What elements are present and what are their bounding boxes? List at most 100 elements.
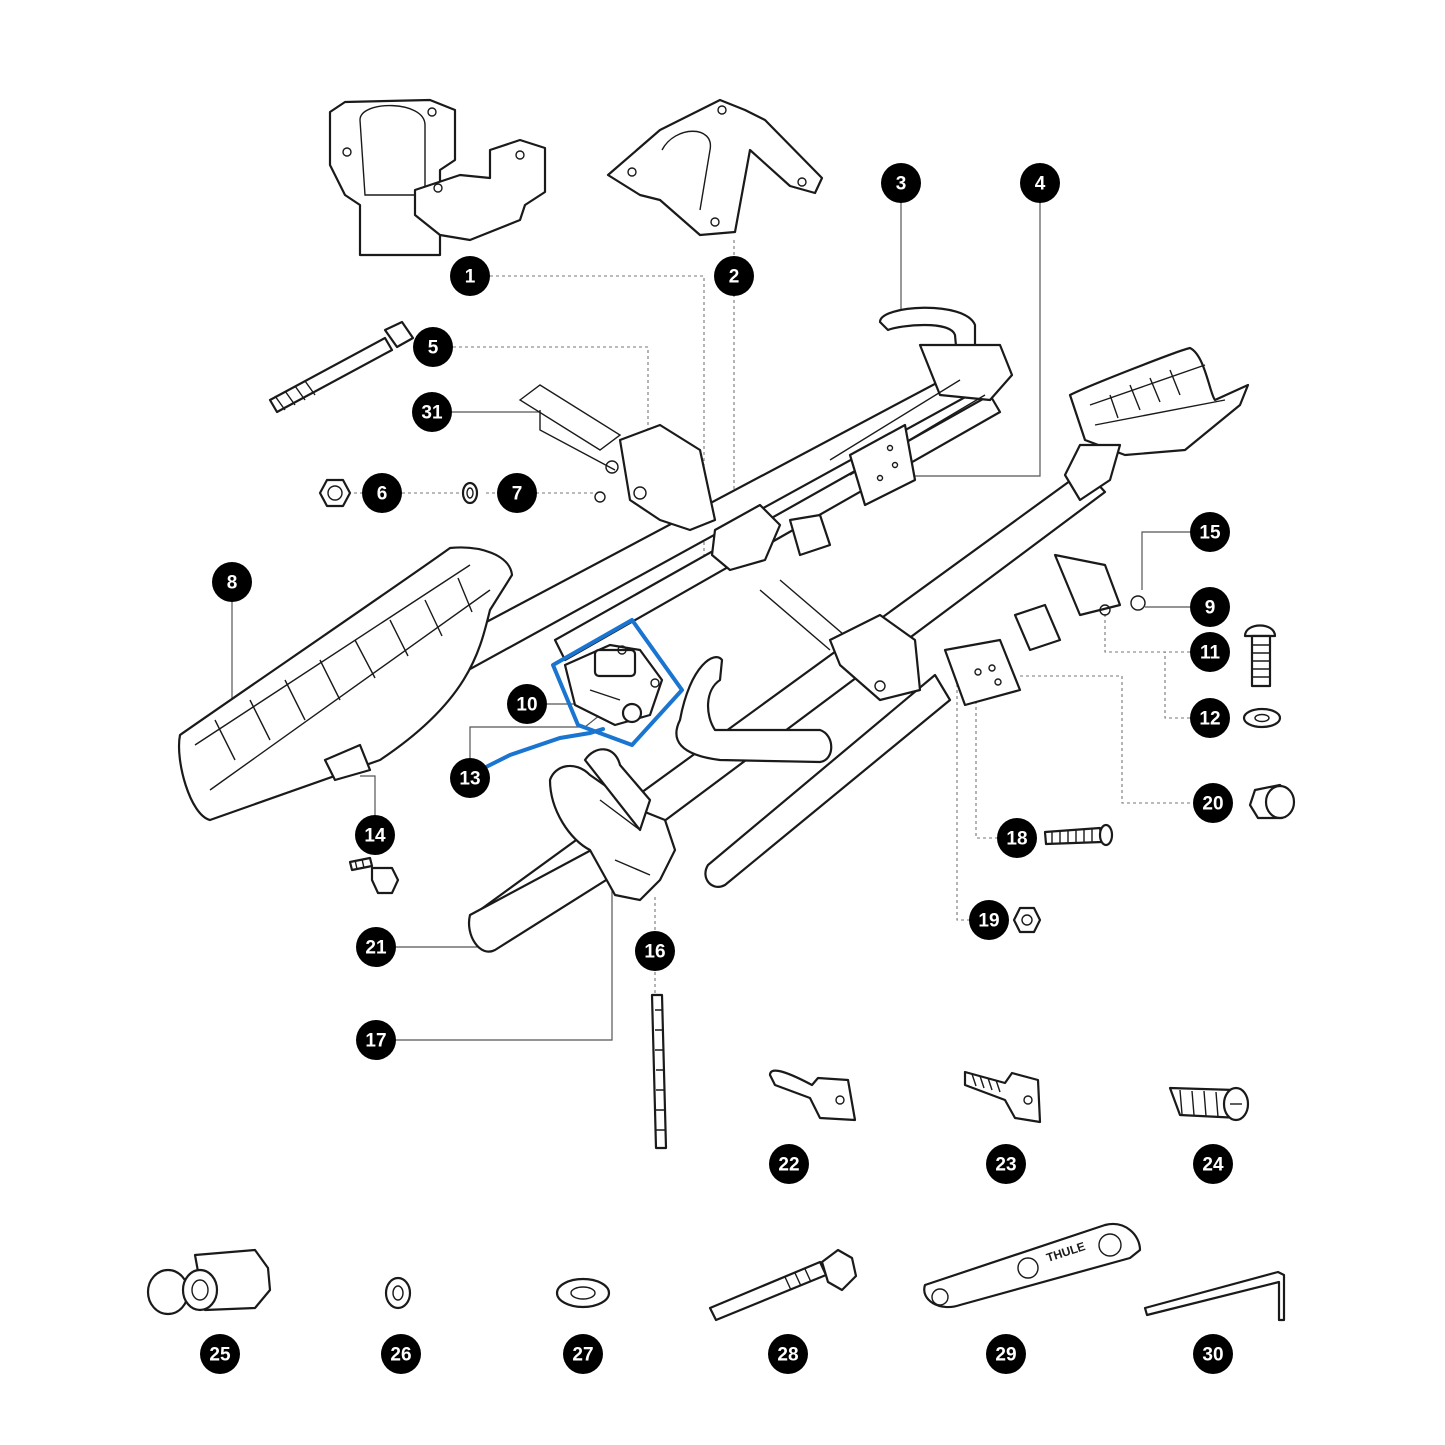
callout-badge-label: 29: [995, 1345, 1016, 1366]
callout-badge-label: 10: [516, 695, 537, 716]
flat-washer-part-27: [555, 1277, 611, 1309]
callout-badge-circle: [1193, 1334, 1233, 1374]
key-part-23: [963, 1070, 1042, 1124]
lock-core-part-24: [1168, 1086, 1250, 1122]
callout-badge-29: 29: [986, 1334, 1026, 1374]
hitch-bracket-part-1: [328, 98, 547, 257]
highlight-outline: [551, 618, 684, 747]
callout-badge-circle: [507, 684, 547, 724]
wheel-tray-left-part-8: [178, 546, 514, 822]
washer-part-7: [461, 481, 479, 505]
callout-badge-label: 2: [729, 267, 740, 288]
callout-badge-label: 14: [364, 826, 386, 847]
callout-badge-circle: [355, 815, 395, 855]
callout-badge-13: 13: [450, 758, 490, 798]
callout-badge-7: 7: [497, 473, 537, 513]
callout-badge-circle: [1193, 1144, 1233, 1184]
washer-part-12: [1242, 707, 1282, 729]
callout-badge-label: 26: [390, 1345, 411, 1366]
callout-badge-label: 13: [459, 769, 480, 790]
callout-badge-circle: [200, 1334, 240, 1374]
highlight-leader: [482, 727, 605, 770]
latch-housing-part-10: [563, 643, 664, 727]
callout-badge-5: 5: [413, 327, 453, 367]
callout-badge-3: 3: [881, 163, 921, 203]
callout-badge-20: 20: [1193, 783, 1233, 823]
wheel-cradle-part-17: [548, 748, 677, 902]
callout-badge-label: 15: [1199, 523, 1221, 544]
callout-badge-12: 12: [1190, 698, 1230, 738]
callout-badge-label: 1: [465, 267, 476, 288]
callout-badge-16: 16: [635, 931, 675, 971]
callout-badge-label: 11: [1200, 643, 1221, 664]
callout-badge-label: 28: [777, 1345, 798, 1366]
callout-badge-23: 23: [986, 1144, 1026, 1184]
callout-badge-label: 17: [365, 1031, 386, 1052]
wheel-tray-right: [1063, 346, 1250, 502]
callout-badge-circle: [714, 256, 754, 296]
callout-badge-circle: [497, 473, 537, 513]
hitch-pin-part-28: [708, 1248, 858, 1322]
callout-badge-4: 4: [1020, 163, 1060, 203]
callout-badge-circle: [356, 1020, 396, 1060]
callout-badge-label: 7: [512, 484, 523, 505]
callout-badge-26: 26: [381, 1334, 421, 1374]
callout-badge-1: 1: [450, 256, 490, 296]
callout-badge-circle: [1190, 698, 1230, 738]
end-cap-part-20: [1248, 783, 1296, 820]
callout-badge-label: 31: [421, 403, 443, 424]
callout-badge-circle: [381, 1334, 421, 1374]
callout-badge-circle: [1190, 632, 1230, 672]
callout-badge-9: 9: [1190, 587, 1230, 627]
callout-badge-6: 6: [362, 473, 402, 513]
callout-badge-circle: [450, 758, 490, 798]
callout-badge-circle: [769, 1144, 809, 1184]
callout-badge-18: 18: [997, 818, 1037, 858]
bolt-part-14: [348, 856, 400, 895]
callout-badge-label: 9: [1205, 598, 1216, 619]
callout-badge-11: 11: [1190, 632, 1230, 672]
callout-badge-8: 8: [212, 562, 252, 602]
callout-badge-label: 24: [1202, 1155, 1224, 1176]
hex-key-part-30: [1143, 1270, 1286, 1322]
adjuster-plate-part-4: [848, 423, 917, 507]
callout-badge-label: 6: [377, 484, 388, 505]
callout-badge-28: 28: [768, 1334, 808, 1374]
callout-badge-30: 30: [1193, 1334, 1233, 1374]
callout-badge-circle: [986, 1144, 1026, 1184]
callout-badge-circle: [1020, 163, 1060, 203]
callout-badge-label: 16: [644, 942, 665, 963]
highlighted-part-13: [482, 618, 684, 770]
lock-nut-part-6: [318, 478, 352, 508]
callout-badge-19: 19: [969, 900, 1009, 940]
callout-badge-label: 25: [209, 1345, 231, 1366]
callout-badge-label: 30: [1202, 1345, 1223, 1366]
callout-badge-circle: [362, 473, 402, 513]
wheel-holder-arm-part-3: [829, 306, 1014, 476]
hitch-bracket-part-2: [606, 98, 824, 237]
callout-badge-2: 2: [714, 256, 754, 296]
callout-badge-label: 23: [995, 1155, 1016, 1176]
callout-badge-label: 8: [227, 573, 238, 594]
callout-badge-circle: [413, 327, 453, 367]
callout-badge-circle: [450, 256, 490, 296]
callout-badge-circle: [768, 1334, 808, 1374]
callout-badge-label: 19: [978, 911, 999, 932]
callout-badge-circle: [563, 1334, 603, 1374]
leader-lines: [231, 183, 1190, 1041]
callout-badge-label: 4: [1035, 174, 1046, 195]
callout-badge-25: 25: [200, 1334, 240, 1374]
callout-badge-circle: [1193, 783, 1233, 823]
callout-badge-label: 18: [1006, 829, 1027, 850]
key-blank-part-22: [768, 1069, 857, 1122]
callout-badge-label: 3: [896, 174, 907, 195]
wrench-tool-part-29: THULE: [923, 1222, 1142, 1309]
callout-badge-circle: [212, 562, 252, 602]
callout-badge-15: 15: [1190, 512, 1230, 552]
wheel-holder-arm-lower: [675, 656, 833, 764]
callout-badge-circle: [997, 818, 1037, 858]
callout-badge-circle: [356, 927, 396, 967]
callout-badge-label: 22: [778, 1155, 799, 1176]
lock-cylinder-part-25: [146, 1248, 272, 1316]
